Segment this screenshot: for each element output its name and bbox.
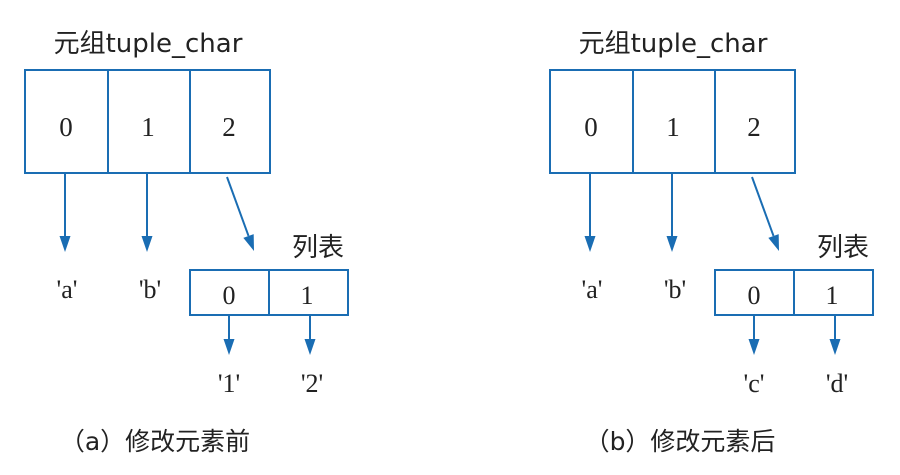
- tuple-cell-index: 0: [584, 112, 598, 142]
- arrow-tuple-2: [226, 176, 254, 251]
- arrow-tuple-0: [59, 173, 71, 252]
- tuple-cell-index: 1: [141, 112, 155, 142]
- arrow-tuple-1: [141, 173, 153, 252]
- arrow-list-1: [829, 315, 841, 355]
- tuple-label: 元组tuple_char: [579, 29, 768, 59]
- arrow-list-1: [304, 315, 316, 355]
- tuple-cell-index: 1: [666, 112, 680, 142]
- tuple-cell-index: 2: [747, 112, 761, 142]
- tuple-value: 'a': [582, 275, 603, 304]
- tuple-label: 元组tuple_char: [54, 29, 243, 59]
- tuple-value: 'b': [139, 275, 161, 304]
- tuple-value: 'a': [57, 275, 78, 304]
- list-value: '2': [301, 369, 323, 398]
- list-cell-index: 0: [748, 281, 761, 310]
- list-cell-index: 0: [223, 281, 236, 310]
- tuple-value: 'b': [664, 275, 686, 304]
- arrow-list-0: [223, 315, 235, 355]
- panel-caption: （a）修改元素前: [60, 427, 250, 456]
- list-value: 'c': [744, 369, 765, 398]
- list-label: 列表: [292, 233, 344, 263]
- tuple-cell-index: 2: [222, 112, 236, 142]
- arrow-tuple-1: [666, 173, 678, 252]
- list-cell-index: 1: [301, 281, 314, 310]
- tuple-box: 0 1 2: [549, 69, 796, 174]
- arrow-list-0: [748, 315, 760, 355]
- arrow-tuple-2: [751, 176, 779, 251]
- list-value: '1': [218, 369, 240, 398]
- list-label: 列表: [817, 233, 869, 263]
- arrow-tuple-0: [584, 173, 596, 252]
- list-value: 'd': [826, 369, 848, 398]
- tuple-cell-index: 0: [59, 112, 73, 142]
- tuple-box: 0 1 2: [24, 69, 271, 174]
- panel-caption: （b）修改元素后: [585, 427, 776, 456]
- list-cell-index: 1: [826, 281, 839, 310]
